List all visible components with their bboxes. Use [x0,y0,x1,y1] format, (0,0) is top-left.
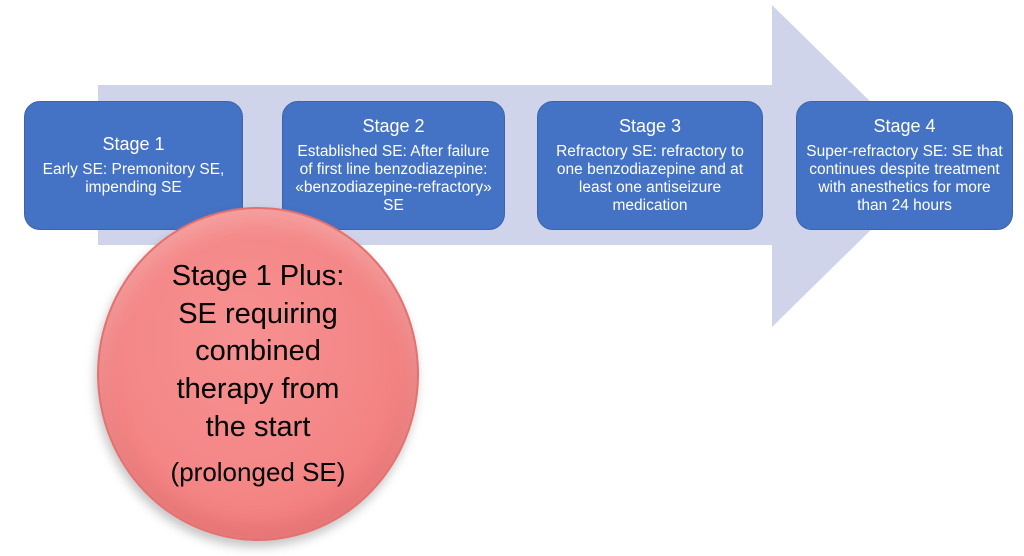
stage-1-plus-circle: Stage 1 Plus: SE requiring combined ther… [97,207,419,541]
stage-box-2: Stage 2 Established SE: After failure of… [282,101,505,230]
stage-1-plus-note: (prolonged SE) [170,457,346,488]
stage-box-3: Stage 3 Refractory SE: refractory to one… [537,101,763,230]
stage-2-body: Established SE: After failure of first l… [295,142,492,214]
stage-1-plus-label: Stage 1 Plus: SE requiring combined ther… [171,259,345,443]
stage-3-title: Stage 3 [618,115,682,136]
stage-box-1: Stage 1 Early SE: Premonitory SE, impend… [24,101,243,230]
stage-box-4: Stage 4 Super-refractory SE: SE that con… [796,101,1013,230]
right-arrow-shape [98,5,936,327]
stage-1-title: Stage 1 [102,134,165,155]
stage-2-title: Stage 2 [362,115,425,136]
stage-4-body: Super-refractory SE: SE that continues d… [806,142,1003,214]
stage-4-title: Stage 4 [873,115,936,136]
stage-3-body: Refractory SE: refractory to one benzodi… [556,142,744,214]
stage-1-body: Early SE: Premonitory SE, impending SE [42,160,225,196]
